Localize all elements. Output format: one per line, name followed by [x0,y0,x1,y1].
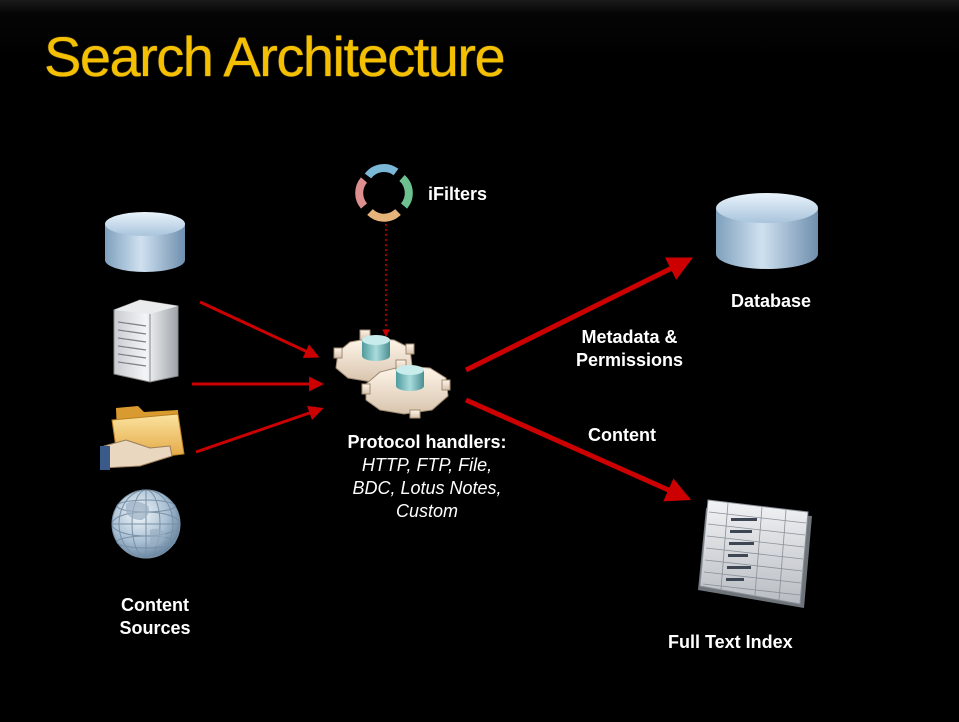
index-table-icon [698,499,812,608]
content-sources-line2: Sources [119,618,191,638]
arrow-server-to-handlers [199,300,320,359]
database-cylinder-icon [716,193,818,269]
arrow-to-index [464,397,692,502]
metadata-permissions-label: Metadata & Permissions [576,326,683,372]
arrow-to-database [464,257,693,373]
shared-folder-icon [100,406,185,470]
gears-icon [333,329,451,419]
metadata-label-line2: Permissions [576,350,684,370]
ifilters-label: iFilters [428,184,488,204]
database-label: Database [731,291,812,311]
source-database-icon [105,212,185,272]
slide-title: Search Architecture [44,25,506,88]
protocol-heading: Protocol handlers: [347,432,507,452]
metadata-label-line1: Metadata & [581,327,678,347]
cycle-arrows-icon [355,164,413,222]
content-sources-label: Content Sources [106,594,204,640]
protocol-list-line3: Custom [395,501,458,521]
content-sources-line1: Content [121,595,189,615]
full-text-index-label: Full Text Index [668,632,793,652]
protocol-list-line2: BDC, Lotus Notes, [352,478,502,498]
globe-icon [111,489,181,559]
content-flow-label: Content [588,425,656,445]
source-arrows [192,300,324,454]
server-tower-icon [113,299,179,383]
arrow-share-to-handlers [195,405,324,454]
protocol-list-line1: HTTP, FTP, File, [361,455,493,475]
protocol-handlers-label: Protocol handlers: HTTP, FTP, File, BDC,… [326,431,528,523]
